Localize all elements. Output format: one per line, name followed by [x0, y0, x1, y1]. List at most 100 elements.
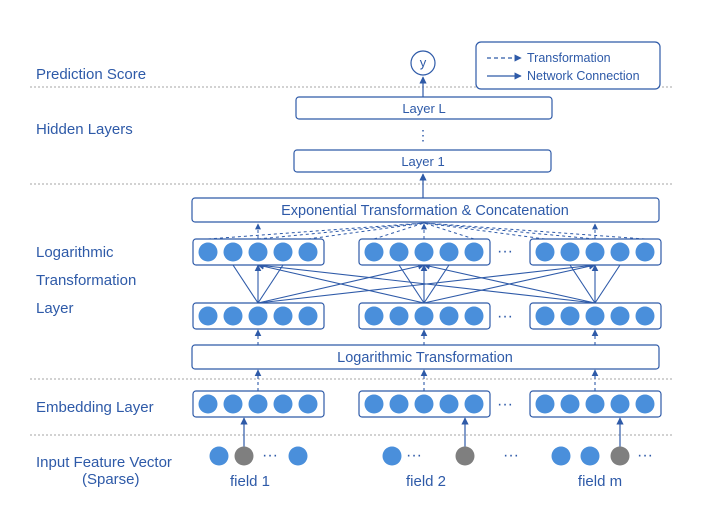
- log-upper-node: [364, 242, 384, 262]
- log-lower-node: [535, 306, 555, 326]
- log-transform-label: Logarithmic Transformation: [337, 350, 513, 366]
- network-connections: [232, 262, 621, 304]
- ellipsis-embedding: ···: [497, 396, 513, 413]
- network-connection-line: [423, 264, 450, 304]
- concat-fan-line: [257, 222, 425, 240]
- output-node-label: y: [420, 55, 427, 70]
- log-upper-node: [439, 242, 459, 262]
- ellipsis-fieldm: ···: [637, 447, 653, 464]
- exp-concat-label: Exponential Transformation & Concatenati…: [281, 203, 569, 219]
- log-lower-node: [298, 306, 318, 326]
- label-log-layer-2: Transformation: [36, 272, 136, 289]
- embedding-node: [464, 394, 484, 414]
- log-lower-node: [198, 306, 218, 326]
- layer-1-box: [293, 149, 552, 173]
- vertical-arrows: [254, 329, 599, 391]
- embedding-node: [610, 394, 630, 414]
- concat-fan-line: [423, 222, 646, 240]
- log-upper-node: [198, 242, 218, 262]
- input-features: [209, 417, 630, 466]
- embedding-node: [223, 394, 243, 414]
- log-upper-node: [273, 242, 293, 262]
- log-lower-node: [364, 306, 384, 326]
- output-node: [410, 50, 436, 76]
- active-input-node: [455, 446, 475, 466]
- log-lower-node: [439, 306, 459, 326]
- ellipsis-lower: ···: [497, 308, 513, 325]
- hidden-layers-vdots: ⋮: [416, 127, 430, 143]
- input-node: [551, 446, 571, 466]
- input-node: [580, 446, 600, 466]
- log-lower-node: [635, 306, 655, 326]
- concat-fan-line: [423, 222, 546, 240]
- section-dividers: [30, 86, 672, 436]
- log-lower-node: [223, 306, 243, 326]
- log-lower-node: [464, 306, 484, 326]
- embedding-node: [389, 394, 409, 414]
- input-node: [288, 446, 308, 466]
- legend-network-connection: Network Connection: [527, 69, 640, 83]
- embedding-node: [298, 394, 318, 414]
- layer-l-box: [295, 96, 553, 120]
- log-lower-node: [585, 306, 605, 326]
- concat-fan-line: [423, 222, 475, 240]
- log-upper-node: [389, 242, 409, 262]
- ellipsis-field2-inner: ···: [406, 447, 422, 464]
- concat-fan-line: [423, 222, 596, 240]
- log-lower-node: [389, 306, 409, 326]
- ellipsis-between-fields: ···: [503, 447, 519, 464]
- concat-fan-arrows: [207, 222, 646, 240]
- network-connection-line: [594, 264, 621, 304]
- field-1-label: field 1: [230, 473, 270, 490]
- label-log-layer-1: Logarithmic: [36, 244, 114, 261]
- embedding-node: [198, 394, 218, 414]
- embedding-node: [439, 394, 459, 414]
- ellipsis-upper: ···: [497, 243, 513, 260]
- log-upper-node: [223, 242, 243, 262]
- layer-l-label: Layer L: [402, 101, 445, 116]
- embedding-node: [364, 394, 384, 414]
- network-connection-line: [232, 264, 259, 304]
- log-upper-node: [535, 242, 555, 262]
- label-input-sparse: (Sparse): [82, 471, 140, 488]
- network-connection-line: [257, 263, 425, 304]
- log-upper-node: [610, 242, 630, 262]
- log-upper-node: [248, 242, 268, 262]
- log-lower-node: [560, 306, 580, 326]
- active-input-node: [234, 446, 254, 466]
- input-node: [209, 446, 229, 466]
- exp-concat-box: [191, 197, 660, 223]
- concat-fan-line: [307, 222, 425, 240]
- log-lower-node: [414, 306, 434, 326]
- log-transform-box: [191, 344, 660, 370]
- log-upper-node: [560, 242, 580, 262]
- active-input-node: [610, 446, 630, 466]
- embedding-node: [414, 394, 434, 414]
- log-upper-node: [635, 242, 655, 262]
- embedding-node: [248, 394, 268, 414]
- embedding-node: [273, 394, 293, 414]
- embedding-node: [535, 394, 555, 414]
- log-lower-node: [273, 306, 293, 326]
- network-connection-line: [257, 264, 284, 304]
- log-lower-node: [610, 306, 630, 326]
- label-embedding-layer: Embedding Layer: [36, 399, 154, 416]
- log-upper-node: [585, 242, 605, 262]
- field-2-label: field 2: [406, 473, 446, 490]
- layer-1-label: Layer 1: [401, 154, 444, 169]
- embedding-node: [635, 394, 655, 414]
- concat-fan-line: [373, 222, 425, 240]
- ellipsis-field1: ···: [262, 447, 278, 464]
- field-m-label: field m: [578, 473, 622, 490]
- network-connection-line: [569, 264, 596, 304]
- legend-box: [475, 41, 661, 90]
- embedding-node: [585, 394, 605, 414]
- log-lower-node: [248, 306, 268, 326]
- embedding-node: [560, 394, 580, 414]
- label-hidden-layers: Hidden Layers: [36, 121, 133, 138]
- concat-fan-line: [207, 222, 425, 240]
- log-upper-node: [298, 242, 318, 262]
- network-connection-line: [398, 264, 425, 304]
- label-log-layer-3: Layer: [36, 300, 74, 317]
